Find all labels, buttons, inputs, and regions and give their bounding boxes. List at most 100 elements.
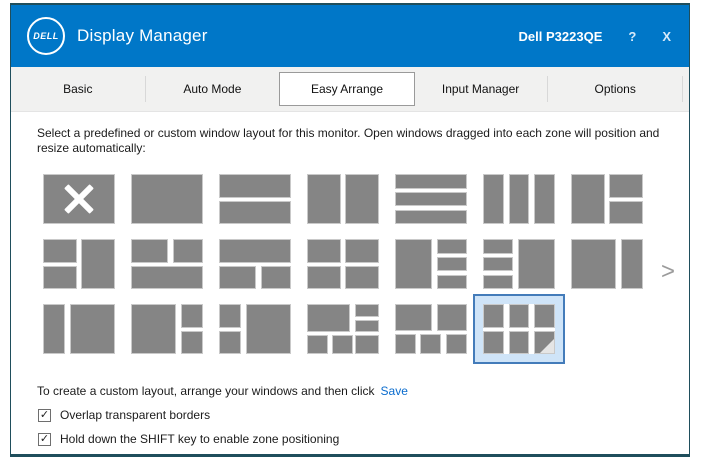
layout-zone bbox=[571, 239, 617, 289]
layout-thumbnail-disabled[interactable] bbox=[43, 174, 115, 224]
layout-zone bbox=[483, 256, 514, 272]
title-bar-right: Dell P3223QE ? X bbox=[519, 29, 675, 44]
layout-zone bbox=[395, 239, 433, 289]
overlap-borders-checkbox[interactable]: ✓ bbox=[38, 408, 51, 422]
layout-thumbnail-2-top-3-bottom[interactable] bbox=[395, 304, 467, 354]
layout-zone bbox=[307, 304, 351, 332]
dell-logo-text: DELL bbox=[33, 31, 59, 41]
layout-thumbnail-3-rows-plus-column[interactable] bbox=[483, 239, 555, 289]
layout-zone bbox=[354, 304, 379, 317]
layout-zone bbox=[420, 333, 442, 354]
shift-key-row[interactable]: ✓ Hold down the SHIFT key to enable zone… bbox=[38, 432, 689, 446]
layout-zone bbox=[131, 174, 203, 224]
layout-zone bbox=[620, 239, 643, 289]
layout-thumbnail-2-columns-plus-row[interactable] bbox=[131, 239, 203, 289]
layout-thumbnail-3-columns[interactable] bbox=[483, 174, 555, 224]
layout-zone bbox=[395, 333, 416, 354]
overlap-borders-row[interactable]: ✓ Overlap transparent borders bbox=[38, 408, 689, 422]
layout-zone bbox=[446, 333, 467, 354]
layout-preview bbox=[219, 174, 291, 224]
layout-zone bbox=[609, 200, 643, 224]
layout-zone bbox=[245, 304, 291, 354]
layout-zone bbox=[180, 304, 203, 328]
layout-preview bbox=[43, 174, 115, 224]
layout-thumbnail-grid-3x2-custom[interactable] bbox=[473, 294, 565, 364]
layout-thumbnail-single[interactable] bbox=[131, 174, 203, 224]
layout-zone bbox=[172, 239, 203, 263]
layout-zone bbox=[395, 209, 467, 224]
layout-zone bbox=[219, 265, 257, 289]
layout-zone bbox=[219, 330, 242, 354]
tab-options[interactable]: Options bbox=[548, 76, 683, 102]
layout-preview bbox=[307, 174, 379, 224]
disable-layout-x-icon bbox=[62, 182, 96, 216]
layout-preview bbox=[131, 304, 203, 354]
layout-preview bbox=[571, 174, 643, 224]
layout-preview bbox=[43, 239, 115, 289]
layout-preview bbox=[395, 304, 467, 354]
layout-zone bbox=[307, 265, 341, 289]
layout-preview bbox=[131, 174, 203, 224]
close-button[interactable]: X bbox=[662, 28, 671, 44]
layout-zone bbox=[517, 239, 555, 289]
layout-thumbnail-2-rows[interactable] bbox=[219, 174, 291, 224]
layout-preview bbox=[307, 304, 379, 354]
layout-zone bbox=[571, 174, 605, 224]
layout-zone bbox=[483, 174, 504, 224]
layout-grid bbox=[43, 174, 647, 364]
layout-preview bbox=[43, 304, 115, 354]
layout-zone bbox=[131, 265, 203, 289]
layout-zone bbox=[219, 304, 242, 328]
layout-thumbnail-column-plus-3-rows[interactable] bbox=[395, 239, 467, 289]
layout-preview bbox=[395, 239, 467, 289]
display-manager-window: DELL Display Manager Dell P3223QE ? X Ba… bbox=[10, 3, 690, 457]
layout-thumbnail-narrow-plus-wide[interactable] bbox=[43, 304, 115, 354]
layout-zone bbox=[307, 335, 328, 354]
tab-basic[interactable]: Basic bbox=[11, 76, 146, 102]
layout-preview bbox=[219, 239, 291, 289]
layout-thumbnail-row-plus-2-columns[interactable] bbox=[219, 239, 291, 289]
panel-description: Select a predefined or custom window lay… bbox=[37, 126, 660, 155]
monitor-name: Dell P3223QE bbox=[518, 28, 603, 44]
dell-logo: DELL bbox=[27, 17, 65, 55]
title-bar: DELL Display Manager Dell P3223QE ? X bbox=[11, 5, 689, 67]
layout-zone bbox=[609, 174, 643, 198]
layout-zone bbox=[534, 304, 555, 328]
layout-preview bbox=[307, 239, 379, 289]
tab-easy-arrange[interactable]: Easy Arrange bbox=[279, 72, 415, 106]
layout-thumbnail-3-rows[interactable] bbox=[395, 174, 467, 224]
tab-input-manager[interactable]: Input Manager bbox=[414, 76, 549, 102]
layout-zone bbox=[332, 335, 354, 354]
layout-zone bbox=[483, 239, 514, 254]
layout-thumbnail-column-plus-2-rows[interactable] bbox=[571, 174, 643, 224]
layout-thumbnail-2-rows-plus-column[interactable] bbox=[43, 239, 115, 289]
layout-zone bbox=[483, 330, 504, 354]
layout-zone bbox=[307, 239, 341, 263]
layout-preview bbox=[219, 304, 291, 354]
layout-zone bbox=[436, 256, 467, 272]
layout-zone bbox=[43, 304, 66, 354]
layout-preview bbox=[483, 174, 555, 224]
layout-zone bbox=[81, 239, 115, 289]
layout-zone bbox=[354, 319, 379, 332]
layout-zone bbox=[69, 304, 115, 354]
layout-zone bbox=[260, 265, 291, 289]
layout-thumbnail-complex-6-zone[interactable] bbox=[307, 304, 379, 354]
layout-thumbnail-wide-plus-2-rows[interactable] bbox=[131, 304, 203, 354]
layout-zone bbox=[354, 335, 379, 354]
layout-zone bbox=[43, 265, 77, 289]
layout-zone bbox=[131, 304, 177, 354]
layout-thumbnail-grid-2x2[interactable] bbox=[307, 239, 379, 289]
layout-thumbnail-2-rows-plus-wide[interactable] bbox=[219, 304, 291, 354]
next-page-arrow[interactable]: > bbox=[660, 258, 675, 285]
layout-zone bbox=[307, 174, 341, 224]
shift-key-checkbox[interactable]: ✓ bbox=[38, 432, 51, 446]
layout-thumbnail-2-columns[interactable] bbox=[307, 174, 379, 224]
tab-auto-mode[interactable]: Auto Mode bbox=[146, 76, 281, 102]
save-link[interactable]: Save bbox=[380, 384, 408, 398]
layout-zone bbox=[395, 304, 433, 331]
layout-preview bbox=[131, 239, 203, 289]
help-button[interactable]: ? bbox=[628, 28, 637, 44]
layout-preview bbox=[571, 239, 643, 289]
layout-thumbnail-wide-plus-narrow[interactable] bbox=[571, 239, 643, 289]
